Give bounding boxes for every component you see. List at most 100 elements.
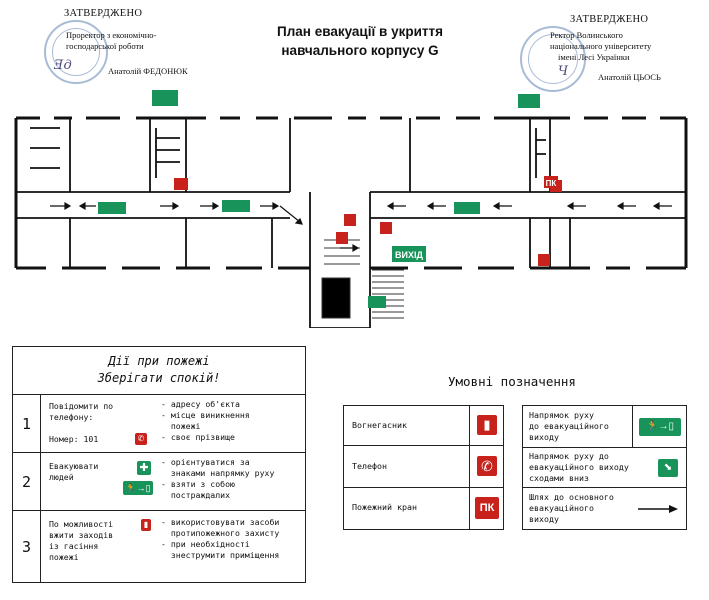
legend-title: Умовні позначення [448, 374, 576, 389]
exit-direction-icon: 🏃→▯ [639, 418, 681, 436]
fire-instructions-table: Дії при пожежі Зберігати спокій! 1 Повід… [12, 346, 306, 583]
instruction-number: 1 [13, 395, 41, 452]
floor-plan: ВИХІД ПК [14, 90, 688, 328]
exit-sign-top-right [518, 94, 540, 108]
desc-line: По можливості [49, 519, 114, 529]
desc-line: пожежі [49, 552, 79, 562]
action-line: - використовувати засоби [161, 517, 280, 527]
legend-label-line: до евакуаційного [529, 421, 609, 431]
action-line: протипожежного захисту [161, 528, 280, 538]
instruction-description: По можливості вжити заходів із гасіння п… [49, 519, 113, 563]
action-line: - місце виникнення [161, 410, 250, 420]
plan-labels: ВИХІД ПК [395, 179, 556, 260]
legend-label: Вогнегасник [352, 420, 407, 430]
action-line: - орієнтуватися за [161, 457, 250, 467]
action-line: - адресу об'єкта [161, 399, 240, 409]
approval-right-line: національного університету [550, 41, 652, 51]
instruction-row-3: 3 По можливості вжити заходів із гасіння… [13, 511, 305, 582]
exit-direction-icon: 🏃→▯ [123, 481, 153, 495]
legend-label: Напрямок руху до евакуаційного виходу [529, 410, 609, 443]
stairs [321, 239, 404, 319]
legend-label: Напрямок руху до евакуаційного виходу сх… [529, 451, 629, 484]
fire-extinguisher-icon: ▮ [141, 519, 151, 531]
instruction-number: 2 [13, 453, 41, 510]
legend-label-line: евакуаційного [529, 503, 594, 513]
legend-label: Шлях до основного евакуаційного виходу [529, 492, 614, 525]
extinguisher-sign [380, 222, 392, 234]
arrow-right-icon [638, 505, 678, 513]
approval-block-right: ЗАТВЕРДЖЕНО Ректор Волинського національ… [518, 14, 694, 94]
exit-sign-corridor-left [98, 202, 126, 214]
legend-item: Напрямок руху до евакуаційного виходу сх… [523, 448, 686, 488]
legend-item: Шлях до основного евакуаційного виходу [523, 488, 686, 529]
desc-line [49, 423, 113, 434]
instruction-actions: - адресу об'єкта - місце виникнення поже… [161, 399, 250, 443]
phone-sign [336, 232, 348, 244]
plan-title-line1: План евакуації в укриття [277, 24, 443, 39]
approval-right-line: імені Лесі Українки [558, 52, 630, 62]
stairs-down-exit-icon: ⬊ [658, 459, 678, 477]
first-aid-icon: ✚ [137, 461, 151, 475]
signature-left: Ǝд [54, 58, 72, 73]
hydrant-sign [174, 178, 188, 190]
outer-walls [14, 116, 688, 270]
instruction-actions: - орієнтуватися за знаками напрямку руху… [161, 457, 274, 501]
extinguisher-sign [344, 214, 356, 226]
approval-right-name: Анатолій ЦЬОСЬ [598, 72, 661, 82]
legend-label-line: евакуаційного виходу [529, 462, 629, 472]
legend-label-line: Напрямок руху до [529, 451, 609, 461]
legend-label-line: Шлях до основного [529, 492, 614, 502]
signature-right: Ч [558, 64, 569, 79]
desc-line: вжити заходів [49, 530, 114, 540]
plan-signs [98, 90, 562, 308]
hydrant-label: ПК [546, 179, 557, 188]
stamp-right [520, 26, 586, 92]
approval-left-title: ЗАТВЕРДЖЕНО [64, 8, 143, 19]
stairs-exit-sign [368, 296, 386, 308]
action-line: - при необхідності [161, 539, 250, 549]
desc-line: Повідомити по [49, 401, 114, 411]
instruction-number: 3 [13, 511, 41, 582]
approval-left-line: господарської роботи [66, 41, 144, 51]
telephone-icon: ✆ [477, 456, 497, 476]
hydrant-sign [544, 176, 558, 188]
action-line: знаками напрямку руху [161, 468, 275, 478]
desc-line: телефону: [49, 412, 94, 422]
emergency-number: Номер: 101 [49, 434, 99, 444]
legend-label: Пожежний кран [352, 502, 417, 512]
instructions-header: Дії при пожежі Зберігати спокій! [13, 347, 305, 395]
approval-block-left: ЗАТВЕРДЖЕНО Проректор з економічно- госп… [44, 8, 190, 84]
exit-label-box [392, 246, 426, 262]
inner-walls [16, 118, 686, 328]
action-line: постраждалих [161, 490, 231, 500]
action-line: - своє прізвище [161, 432, 235, 442]
plan-title-line2: навчального корпусу G [281, 43, 439, 58]
desc-line: Евакуювати [49, 461, 99, 471]
stamp-left [44, 20, 108, 84]
phone-sign [538, 254, 550, 266]
legend-symbol-cell: ⬊ [650, 448, 686, 487]
legend-label-line: сходами вниз [529, 473, 589, 483]
desc-line: людей [49, 472, 74, 482]
legend-item: Напрямок руху до евакуаційного виходу 🏃→… [523, 406, 686, 448]
corridor-arrows [50, 201, 672, 253]
legend-label: Телефон [352, 461, 387, 471]
legend-symbol-cell: ✆ [469, 446, 503, 487]
approval-left-line: Проректор з економічно- [66, 30, 157, 40]
legend-item: Вогнегасник ▮ [344, 406, 503, 446]
plan-title: План евакуації в укриття навчального кор… [240, 22, 480, 60]
approval-right-line: Ректор Волинського [550, 30, 623, 40]
instruction-description: Евакуювати людей [49, 461, 98, 483]
exit-label: ВИХІД [395, 250, 423, 260]
legend-left-table: Вогнегасник ▮ Телефон ✆ Пожежний кран ПК [343, 405, 504, 530]
approval-left-name: Анатолій ФЕДОНЮК [108, 66, 188, 76]
action-line: - взяти з собою [161, 479, 235, 489]
legend-symbol-cell [634, 488, 686, 529]
legend-item: Телефон ✆ [344, 446, 503, 488]
legend-label-line: виходу [529, 432, 559, 442]
instruction-row-1: 1 Повідомити по телефону: Номер: 101 ✆ -… [13, 395, 305, 453]
approval-right-title: ЗАТВЕРДЖЕНО [570, 14, 649, 25]
instruction-description: Повідомити по телефону: Номер: 101 [49, 401, 113, 445]
instruction-row-2: 2 Евакуювати людей ✚ 🏃→▯ - орієнтуватися… [13, 453, 305, 511]
fire-hydrant-icon: ПК [475, 497, 499, 519]
